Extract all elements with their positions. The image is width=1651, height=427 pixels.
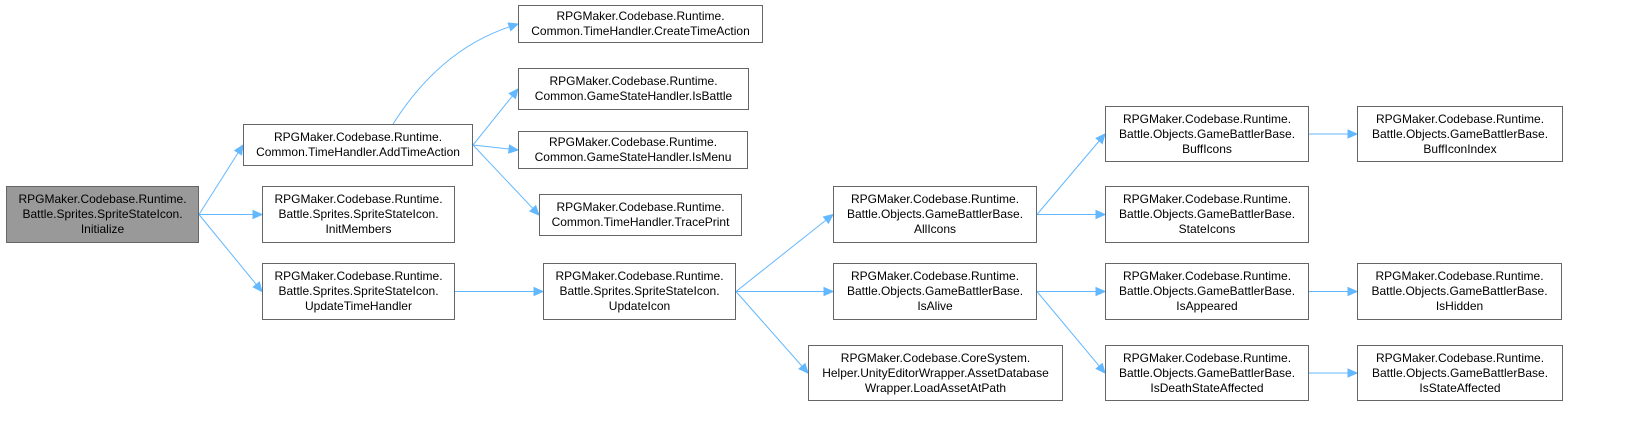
node-is-hidden[interactable]: RPGMaker.Codebase.Runtime. Battle.Object… — [1357, 263, 1562, 320]
edge-update-icon-to-load-asset-at-path — [735, 291, 803, 367]
arrowhead-icon — [507, 22, 520, 32]
edge-update-icon-to-all-icons — [735, 219, 827, 292]
node-state-icons[interactable]: RPGMaker.Codebase.Runtime. Battle.Object… — [1105, 186, 1309, 243]
arrowhead-icon — [822, 213, 834, 225]
edge-add-time-action-to-is-battle — [472, 95, 513, 146]
node-trace-print[interactable]: RPGMaker.Codebase.Runtime. Common.TimeHa… — [539, 194, 742, 236]
edge-initialize-to-update-time-handler — [198, 214, 257, 285]
arrowhead-icon — [1095, 362, 1106, 374]
edge-all-icons-to-buff-icons — [1036, 140, 1100, 215]
node-is-battle[interactable]: RPGMaker.Codebase.Runtime. Common.GameSt… — [518, 68, 749, 110]
arrowhead-icon — [1095, 286, 1107, 297]
node-is-menu[interactable]: RPGMaker.Codebase.Runtime. Common.GameSt… — [518, 131, 748, 169]
arrowhead-icon — [533, 286, 545, 297]
edge-add-time-action-to-is-menu — [472, 144, 510, 150]
node-update-time-handler[interactable]: RPGMaker.Codebase.Runtime. Battle.Sprite… — [262, 263, 455, 320]
node-buff-icon-index[interactable]: RPGMaker.Codebase.Runtime. Battle.Object… — [1357, 106, 1563, 162]
node-add-time-action[interactable]: RPGMaker.Codebase.Runtime. Common.TimeHa… — [243, 124, 473, 166]
edge-add-time-action-to-trace-print — [472, 144, 534, 209]
node-buff-icons[interactable]: RPGMaker.Codebase.Runtime. Battle.Object… — [1105, 106, 1309, 162]
arrowhead-icon — [508, 88, 519, 100]
arrowhead-icon — [1095, 209, 1107, 220]
node-initialize[interactable]: RPGMaker.Codebase.Runtime. Battle.Sprite… — [6, 186, 199, 243]
node-init-members[interactable]: RPGMaker.Codebase.Runtime. Battle.Sprite… — [262, 186, 455, 243]
node-create-time-action[interactable]: RPGMaker.Codebase.Runtime. Common.TimeHa… — [518, 5, 763, 43]
node-load-asset-at-path[interactable]: RPGMaker.Codebase.CoreSystem. Helper.Uni… — [808, 345, 1063, 401]
arrowhead-icon — [508, 144, 520, 154]
arrowhead-icon — [1347, 368, 1359, 378]
arrowhead-icon — [1095, 133, 1106, 145]
edge-add-time-action-to-create-time-action — [392, 26, 510, 125]
arrowhead-icon — [529, 204, 540, 216]
node-is-alive[interactable]: RPGMaker.Codebase.Runtime. Battle.Object… — [833, 263, 1037, 320]
arrowhead-icon — [823, 286, 835, 297]
arrowhead-icon — [252, 209, 264, 220]
arrowhead-icon — [1347, 286, 1359, 297]
node-is-appeared[interactable]: RPGMaker.Codebase.Runtime. Battle.Object… — [1105, 263, 1309, 320]
node-all-icons[interactable]: RPGMaker.Codebase.Runtime. Battle.Object… — [833, 186, 1037, 243]
edge-is-alive-to-is-death-state-affected — [1036, 291, 1100, 367]
edge-initialize-to-add-time-action — [198, 152, 239, 215]
arrowhead-icon — [1347, 129, 1359, 139]
node-update-icon[interactable]: RPGMaker.Codebase.Runtime. Battle.Sprite… — [543, 263, 736, 320]
arrowhead-icon — [252, 281, 263, 293]
node-is-death-state-affected[interactable]: RPGMaker.Codebase.Runtime. Battle.Object… — [1105, 345, 1309, 401]
node-is-state-affected[interactable]: RPGMaker.Codebase.Runtime. Battle.Object… — [1357, 345, 1563, 401]
arrowhead-icon — [233, 143, 244, 156]
